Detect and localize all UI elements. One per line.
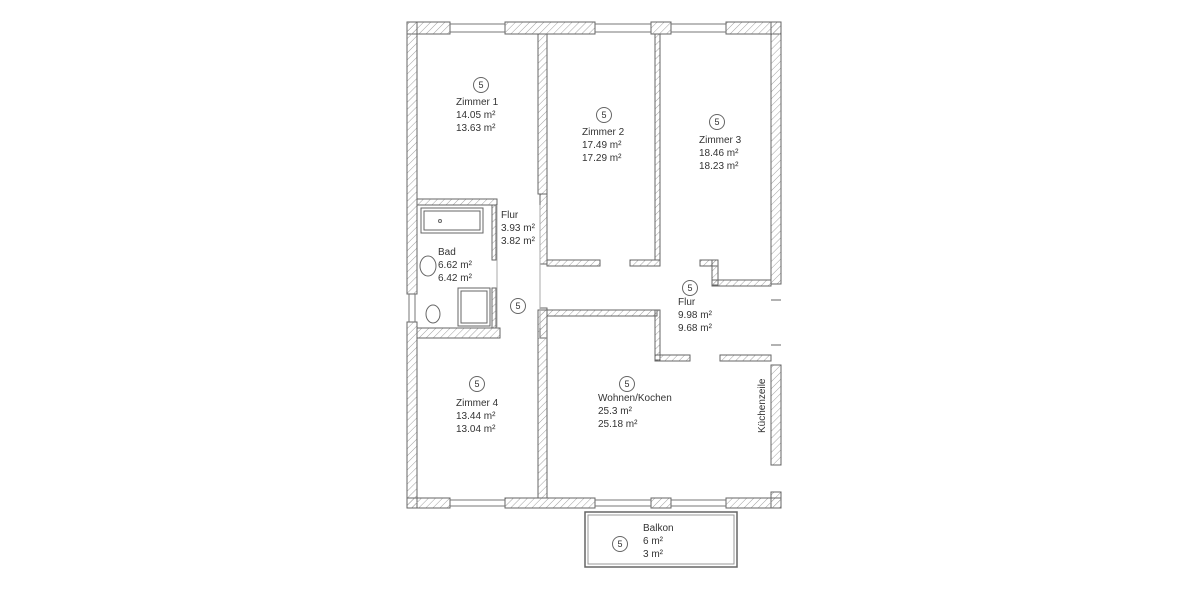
room-area-net: 18.23 m² (699, 161, 739, 172)
interior-walls (416, 33, 772, 499)
room-area-net: 17.29 m² (582, 153, 622, 164)
room-name: Wohnen/Kochen (598, 393, 672, 404)
room-area-gross: 13.44 m² (456, 411, 496, 422)
room-area-gross: 17.49 m² (582, 140, 622, 151)
room-area-net: 3 m² (643, 549, 663, 560)
room-area-gross: 25.3 m² (598, 406, 632, 417)
room-marker-wohnen: 5 (619, 376, 635, 392)
room-marker-zimmer4: 5 (469, 376, 485, 392)
room-label-zimmer3: Zimmer 3 18.46 m² 18.23 m² (699, 134, 741, 173)
room-name: Balkon (643, 523, 674, 534)
balcony-outline (584, 511, 738, 568)
room-marker-flur-large: 5 (682, 280, 698, 296)
room-area-gross: 18.46 m² (699, 148, 739, 159)
room-marker-balkon: 5 (612, 536, 628, 552)
room-name: Bad (438, 247, 456, 258)
room-label-zimmer2: Zimmer 2 17.49 m² 17.29 m² (582, 126, 624, 165)
room-label-flur-small: Flur 3.93 m² 3.82 m² (501, 209, 535, 248)
room-marker-zimmer1: 5 (473, 77, 489, 93)
room-name: Zimmer 4 (456, 398, 499, 409)
outer-walls (406, 21, 782, 509)
room-label-zimmer4: Zimmer 4 13.44 m² 13.04 m² (456, 397, 498, 436)
room-area-gross: 9.98 m² (678, 310, 712, 321)
room-area-net: 13.63 m² (456, 123, 496, 134)
room-area-net: 6.42 m² (438, 273, 472, 284)
room-label-zimmer1: Zimmer 1 14.05 m² 13.63 m² (456, 96, 498, 135)
room-name: Zimmer 1 (456, 97, 499, 108)
room-label-wohnen: Wohnen/Kochen 25.3 m² 25.18 m² (598, 392, 672, 431)
bathroom-fixtures (419, 205, 541, 328)
kitchenette-label: Küchenzeile (757, 378, 768, 433)
room-label-flur-large: Flur 9.98 m² 9.68 m² (678, 296, 712, 335)
room-label-balkon: Balkon 6 m² 3 m² (643, 522, 674, 561)
room-name: Flur (501, 210, 519, 221)
room-area-net: 3.82 m² (501, 236, 535, 247)
room-name: Zimmer 2 (582, 127, 625, 138)
room-area-gross: 14.05 m² (456, 110, 496, 121)
room-name: Zimmer 3 (699, 135, 742, 146)
room-area-gross: 6.62 m² (438, 260, 472, 271)
room-marker-zimmer2: 5 (596, 107, 612, 123)
room-label-bad: Bad 6.62 m² 6.42 m² (438, 246, 472, 285)
room-area-net: 13.04 m² (456, 424, 496, 435)
windows (408, 23, 726, 507)
room-area-net: 25.18 m² (598, 419, 638, 430)
room-marker-zimmer3: 5 (709, 114, 725, 130)
room-name: Flur (678, 297, 696, 308)
room-marker-flur-small: 5 (510, 298, 526, 314)
room-area-net: 9.68 m² (678, 323, 712, 334)
room-area-gross: 6 m² (643, 536, 663, 547)
room-area-gross: 3.93 m² (501, 223, 535, 234)
